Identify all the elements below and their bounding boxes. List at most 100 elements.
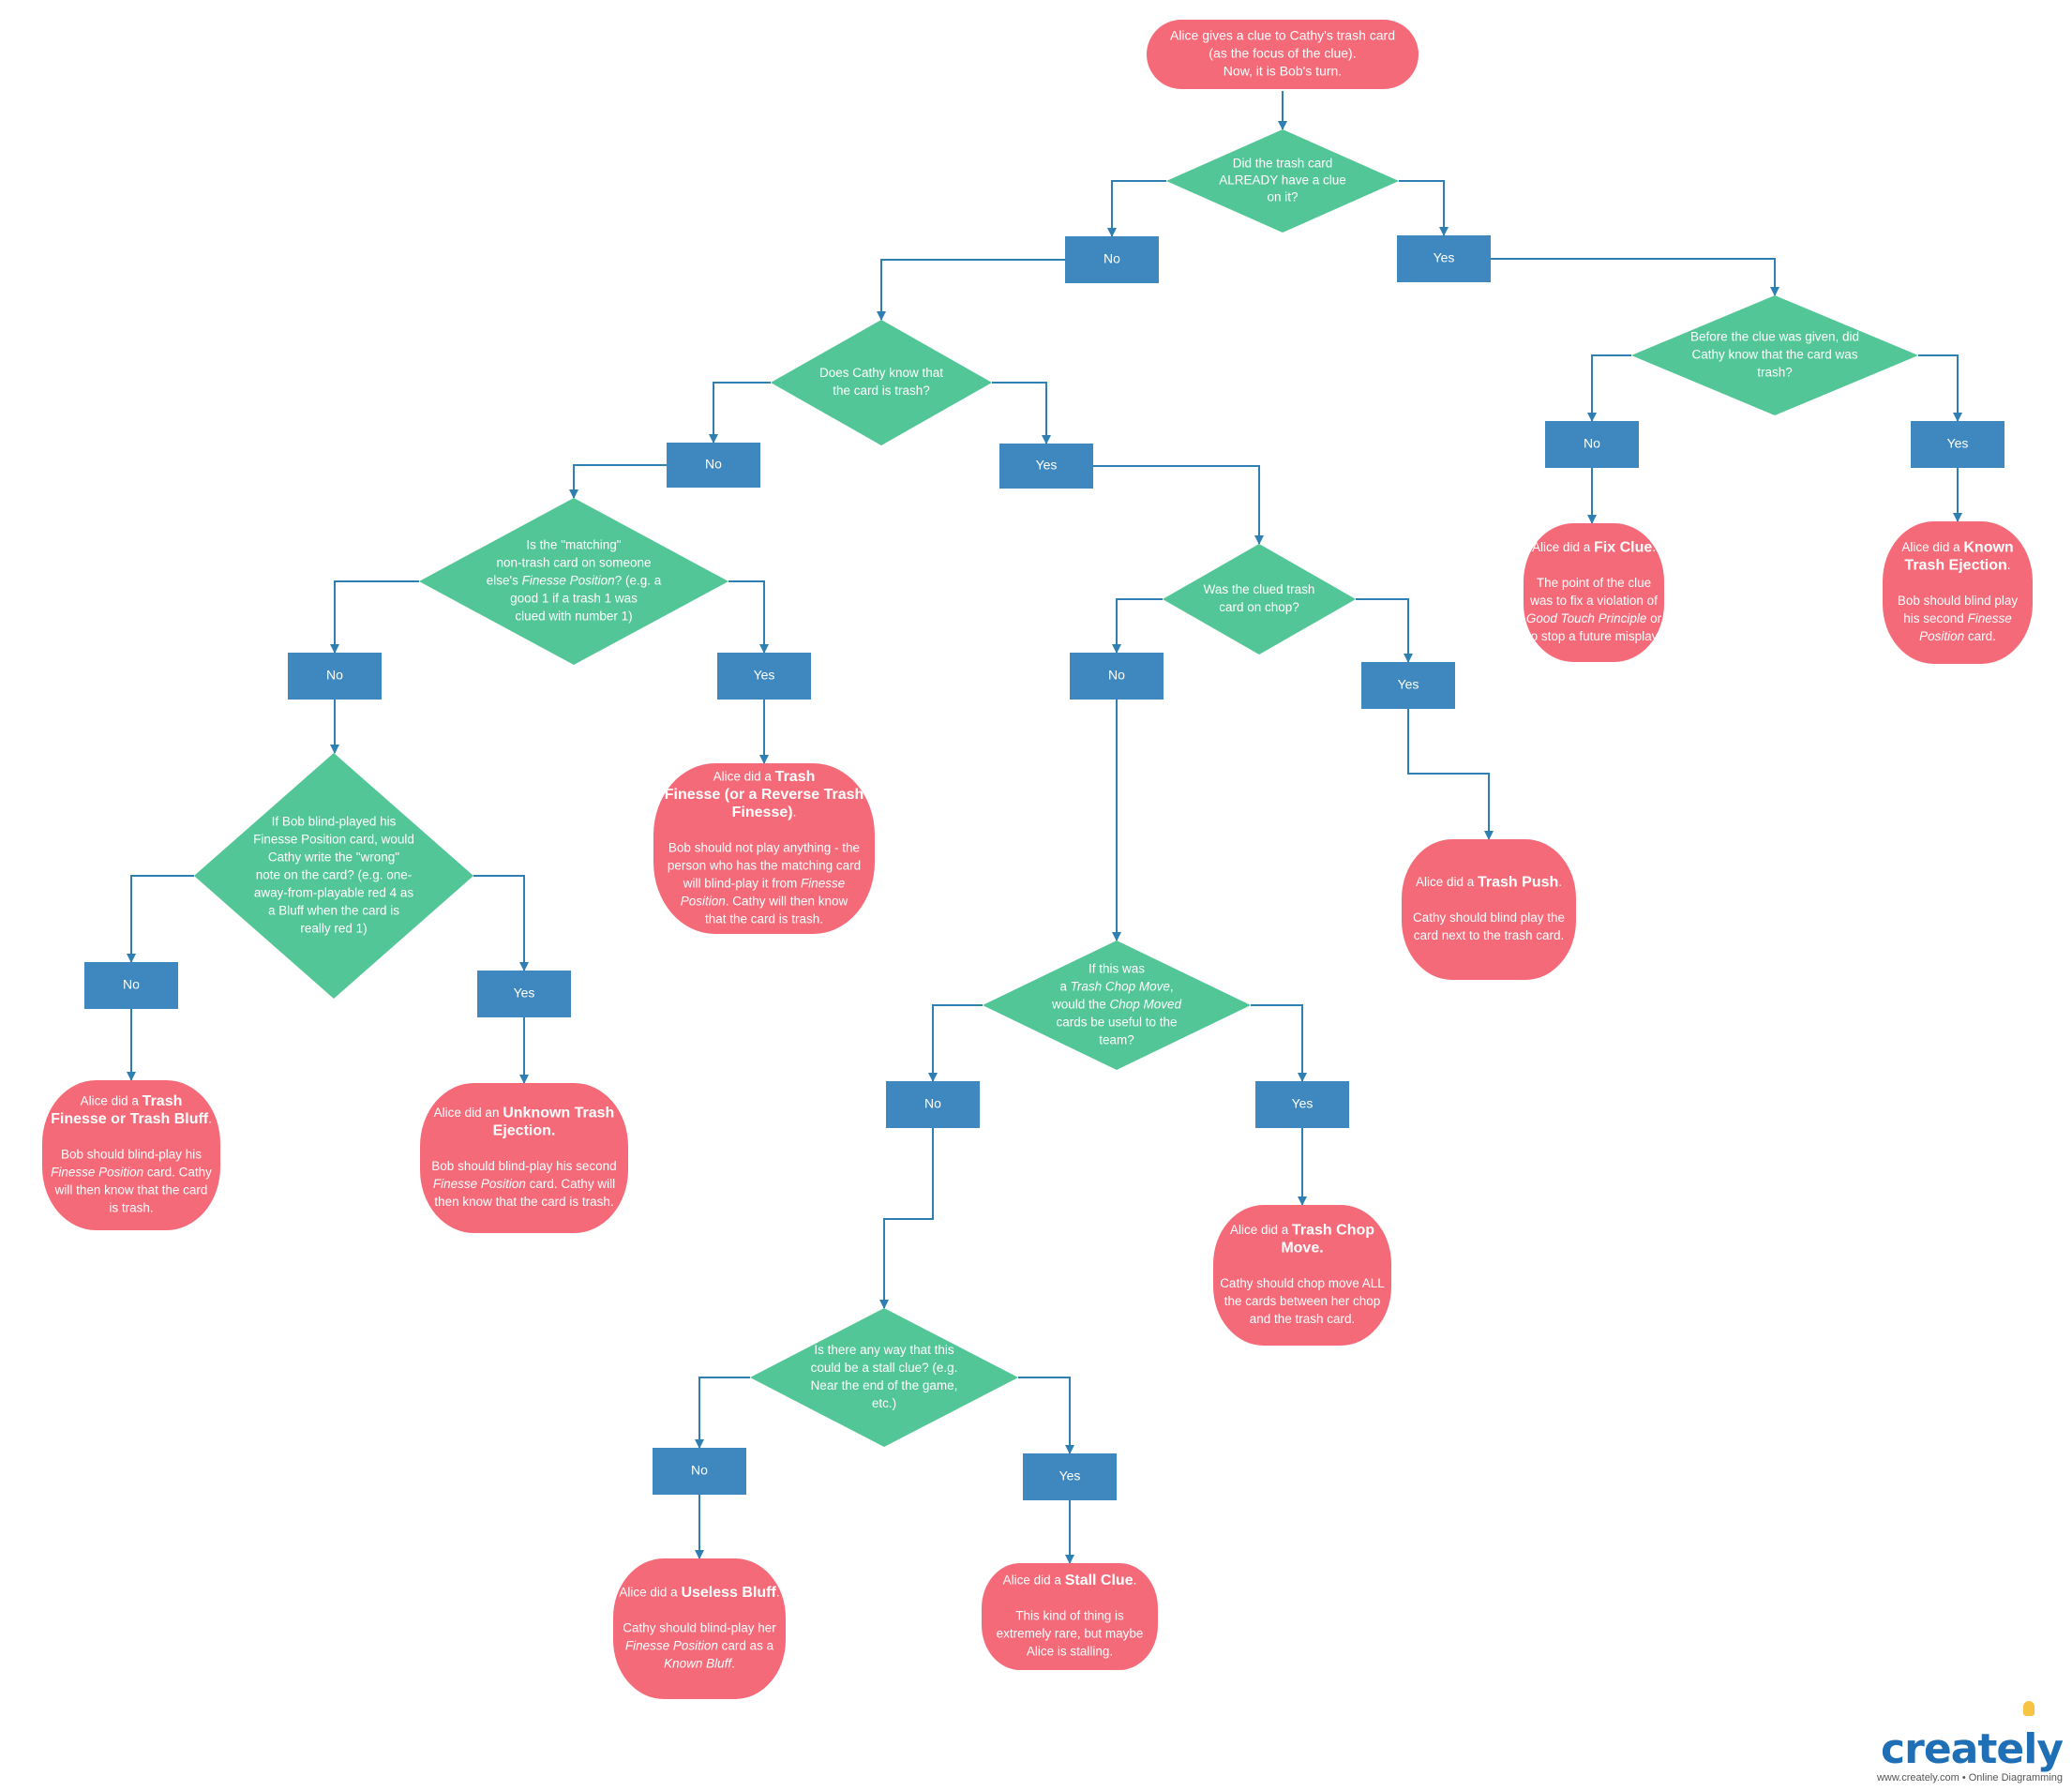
answer-box xyxy=(1911,421,2004,468)
connector-arrow xyxy=(1356,598,1413,663)
answer-box xyxy=(999,444,1093,489)
decision-diamond xyxy=(750,1308,1018,1447)
answer-box xyxy=(1065,236,1159,283)
answer-box xyxy=(84,962,178,1009)
connector-layer xyxy=(127,91,1962,1564)
o-useless-bluff-node: Alice did a Useless Bluff. Cathy should … xyxy=(613,1558,786,1699)
q-matching-label: Is the "matching"non-trash card on someo… xyxy=(487,538,662,624)
connector-arrow xyxy=(695,1377,750,1449)
connector-arrow xyxy=(1093,465,1264,545)
q-matching-yes-node: Yes xyxy=(717,653,811,700)
decision-diamond xyxy=(1166,129,1399,233)
o-trash-push-node: Alice did a Trash Push. Cathy should bli… xyxy=(1402,839,1576,980)
outcome-bubble xyxy=(1213,1205,1391,1346)
decision-diamond xyxy=(771,320,992,445)
outcome-bubble xyxy=(653,763,875,934)
answer-box xyxy=(1361,662,1455,709)
connector-arrow xyxy=(1407,709,1494,840)
o-trash-push-label: Alice did a Trash Push. Cathy should bli… xyxy=(1413,875,1565,942)
answer-box xyxy=(477,971,571,1017)
q-before-clue-no-node: No xyxy=(1545,421,1639,468)
q-matching-node: Is the "matching"non-trash card on someo… xyxy=(419,498,728,665)
q-stall-yes-label: Yes xyxy=(1059,1468,1081,1483)
answer-box xyxy=(667,443,760,488)
o-stall-clue-label: Alice did a Stall Clue. This kind of thi… xyxy=(997,1573,1144,1658)
connector-arrow xyxy=(1112,598,1163,654)
q-chop-move-no-node: No xyxy=(886,1081,980,1128)
q-cathy-knows-yes-label: Yes xyxy=(1036,458,1058,473)
connector-arrow xyxy=(1107,180,1166,237)
lightbulb-icon xyxy=(2023,1701,2034,1716)
decision-diamond xyxy=(1163,544,1356,655)
q-stall-no-node: No xyxy=(653,1448,746,1495)
outcome-bubble xyxy=(42,1080,220,1230)
q-on-chop-yes-node: Yes xyxy=(1361,662,1455,709)
outcome-bubble xyxy=(982,1563,1158,1670)
decision-diamond xyxy=(194,753,473,999)
decision-diamond xyxy=(419,498,728,665)
outcome-bubble xyxy=(613,1558,786,1699)
answer-box xyxy=(1255,1081,1349,1128)
connector-arrow xyxy=(1491,258,1779,296)
q-already-clued-no-node: No xyxy=(1065,236,1159,283)
q-on-chop-yes-label: Yes xyxy=(1398,677,1419,692)
connector-arrow xyxy=(127,875,194,963)
connector-arrow xyxy=(1918,354,1962,422)
q-matching-no-node: No xyxy=(288,653,382,700)
q-already-clued-yes-node: Yes xyxy=(1397,235,1491,282)
connector-arrow xyxy=(330,580,419,654)
o-fix-clue-label: Alice did a Fix Clue. The point of the c… xyxy=(1526,540,1662,643)
q-blind-played-no-label: No xyxy=(123,977,140,992)
outcome-bubble xyxy=(1402,839,1576,980)
connector-arrow xyxy=(709,382,771,444)
outcome-bubble xyxy=(1883,521,2033,664)
q-matching-yes-label: Yes xyxy=(754,668,775,683)
q-cathy-knows-no-label: No xyxy=(705,457,722,472)
q-chop-move-no-label: No xyxy=(924,1096,941,1111)
connector-arrow xyxy=(473,875,529,971)
q-on-chop-no-label: No xyxy=(1108,668,1125,683)
outcome-bubble xyxy=(420,1083,628,1233)
answer-box xyxy=(1545,421,1639,468)
answer-box xyxy=(288,653,382,700)
q-before-clue-yes-node: Yes xyxy=(1911,421,2004,468)
outcome-bubble xyxy=(1524,523,1664,662)
q-blind-played-no-node: No xyxy=(84,962,178,1009)
q-chop-move-yes-node: Yes xyxy=(1255,1081,1349,1128)
answer-box xyxy=(653,1448,746,1495)
connector-arrow xyxy=(879,1128,934,1309)
q-before-clue-no-label: No xyxy=(1584,436,1600,451)
q-blind-played-yes-label: Yes xyxy=(514,986,535,1001)
connector-arrow xyxy=(928,1004,983,1082)
connector-arrow xyxy=(1587,354,1631,422)
q-matching-no-label: No xyxy=(326,668,343,683)
start-terminator xyxy=(1147,20,1419,89)
q-on-chop-no-node: No xyxy=(1070,653,1164,700)
creately-subtitle: www.creately.com • Online Diagramming xyxy=(1876,1772,2063,1783)
q-stall-no-label: No xyxy=(691,1463,708,1478)
q-blind-played-yes-node: Yes xyxy=(477,971,571,1017)
decision-diamond xyxy=(983,941,1251,1070)
q-before-clue-yes-label: Yes xyxy=(1947,436,1969,451)
